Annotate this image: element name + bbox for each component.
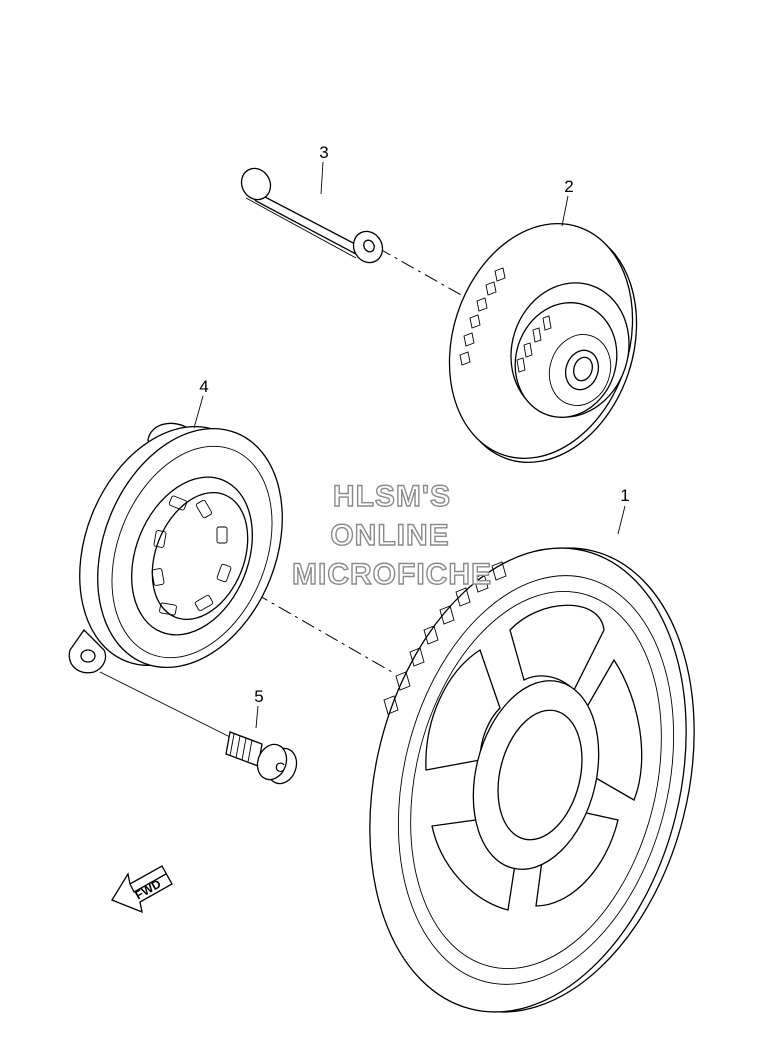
callout-label-5: 5 bbox=[254, 687, 263, 706]
shaft-part[interactable] bbox=[236, 163, 388, 267]
callout-label-3: 3 bbox=[319, 143, 328, 162]
bolt-part[interactable]: C bbox=[225, 731, 301, 788]
callout-label-4: 4 bbox=[199, 377, 208, 396]
watermark-line-3: MICROFICHE bbox=[292, 558, 492, 591]
callout-1: 1 bbox=[617, 486, 630, 535]
callout-label-1: 1 bbox=[620, 486, 629, 505]
watermark-line-1: HLSM'S bbox=[333, 480, 451, 513]
callout-label-2: 2 bbox=[564, 177, 573, 196]
fwd-arrow-icon: FWD bbox=[111, 865, 173, 914]
leader-line-bolt bbox=[99, 671, 233, 739]
callout-5: 5 bbox=[254, 687, 264, 729]
screw-head-mark: C bbox=[275, 759, 285, 775]
callout-2: 2 bbox=[561, 177, 574, 227]
idler-gear-part[interactable] bbox=[420, 200, 666, 487]
callout-4: 4 bbox=[193, 377, 209, 429]
callout-3: 3 bbox=[319, 143, 329, 195]
watermark: HLSM'S ONLINE MICROFICHE bbox=[291, 479, 492, 591]
one-way-clutch-part[interactable] bbox=[46, 399, 316, 695]
starter-wheel-gear-part[interactable] bbox=[323, 514, 740, 1035]
axis-line-shaft bbox=[377, 247, 471, 301]
watermark-line-2: ONLINE bbox=[330, 519, 449, 552]
